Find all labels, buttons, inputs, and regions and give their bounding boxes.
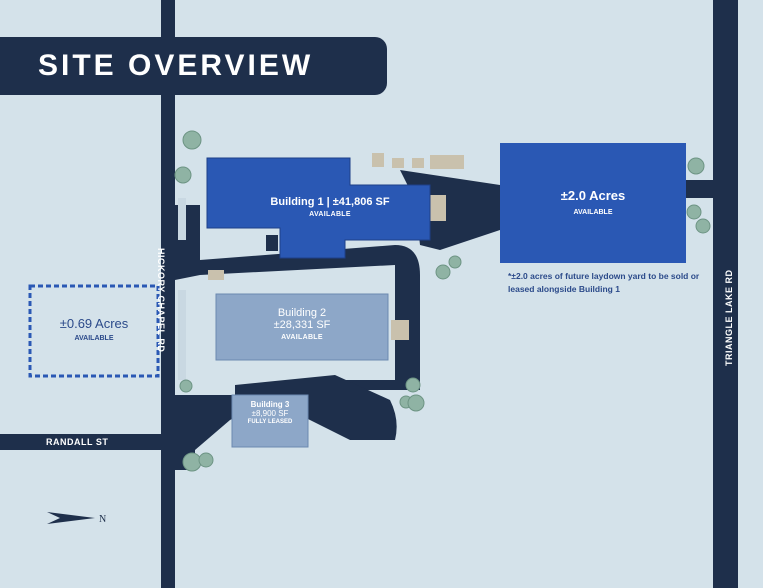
building-3-size: ±8,900 SF [251, 409, 289, 418]
randall-street-road [0, 434, 175, 450]
access-drive [175, 205, 420, 390]
north-label: N [99, 514, 107, 525]
outbuilding [208, 270, 224, 280]
building-3-name: Building 3 [250, 400, 290, 409]
north-arrow-icon [47, 512, 95, 524]
road-label-randall: RANDALL ST [46, 437, 109, 447]
parcel-small-label: ±0.69 Acres AVAILABLE [30, 316, 158, 342]
building-2[interactable] [215, 293, 389, 361]
laydown-note: *±2.0 acres of future laydown yard to be… [508, 271, 700, 294]
page-title: SITE OVERVIEW [38, 49, 314, 82]
parcel-small-status: AVAILABLE [74, 335, 114, 342]
loading-dock [266, 235, 278, 251]
parcel-0-69-acres[interactable] [28, 284, 160, 378]
building-2-size: ±28,331 SF [273, 319, 331, 331]
title-banner: SITE OVERVIEW [0, 37, 387, 95]
parcel-large-label: ±2.0 Acres AVAILABLE [500, 188, 686, 216]
outbuilding [430, 155, 464, 169]
outbuilding [372, 153, 384, 167]
building-2-label: Building 2 ±28,331 SF AVAILABLE [216, 307, 388, 341]
building-1[interactable] [206, 157, 431, 259]
parcel-large-acres: ±2.0 Acres [560, 188, 626, 203]
east-driveway [685, 180, 719, 198]
road-label-triangle-lake: TRIANGLE LAKE RD [724, 269, 734, 367]
parking-stripes [193, 319, 321, 376]
outbuilding [430, 195, 446, 221]
outbuilding [391, 320, 409, 340]
parcel-2-acres[interactable] [500, 143, 686, 263]
building-3[interactable] [231, 394, 309, 448]
building-2-status: AVAILABLE [281, 334, 323, 341]
south-drive [175, 375, 397, 470]
parcel-large-status: AVAILABLE [573, 209, 613, 216]
outbuilding [412, 158, 424, 168]
building-3-label: Building 3 ±8,900 SF FULLY LEASED [232, 400, 308, 425]
parking-island [178, 290, 186, 380]
trees [174, 130, 711, 472]
building-1-status: AVAILABLE [309, 211, 351, 218]
building-1-name: Building 1 | ±41,806 SF [270, 196, 390, 208]
outbuilding [392, 158, 404, 168]
building-2-name: Building 2 [277, 307, 327, 319]
building-3-status: FULLY LEASED [247, 419, 293, 425]
parcel-small-acres: ±0.69 Acres [59, 316, 129, 331]
parking-island [178, 198, 186, 240]
building-1-label: Building 1 | ±41,806 SF AVAILABLE [230, 196, 430, 218]
